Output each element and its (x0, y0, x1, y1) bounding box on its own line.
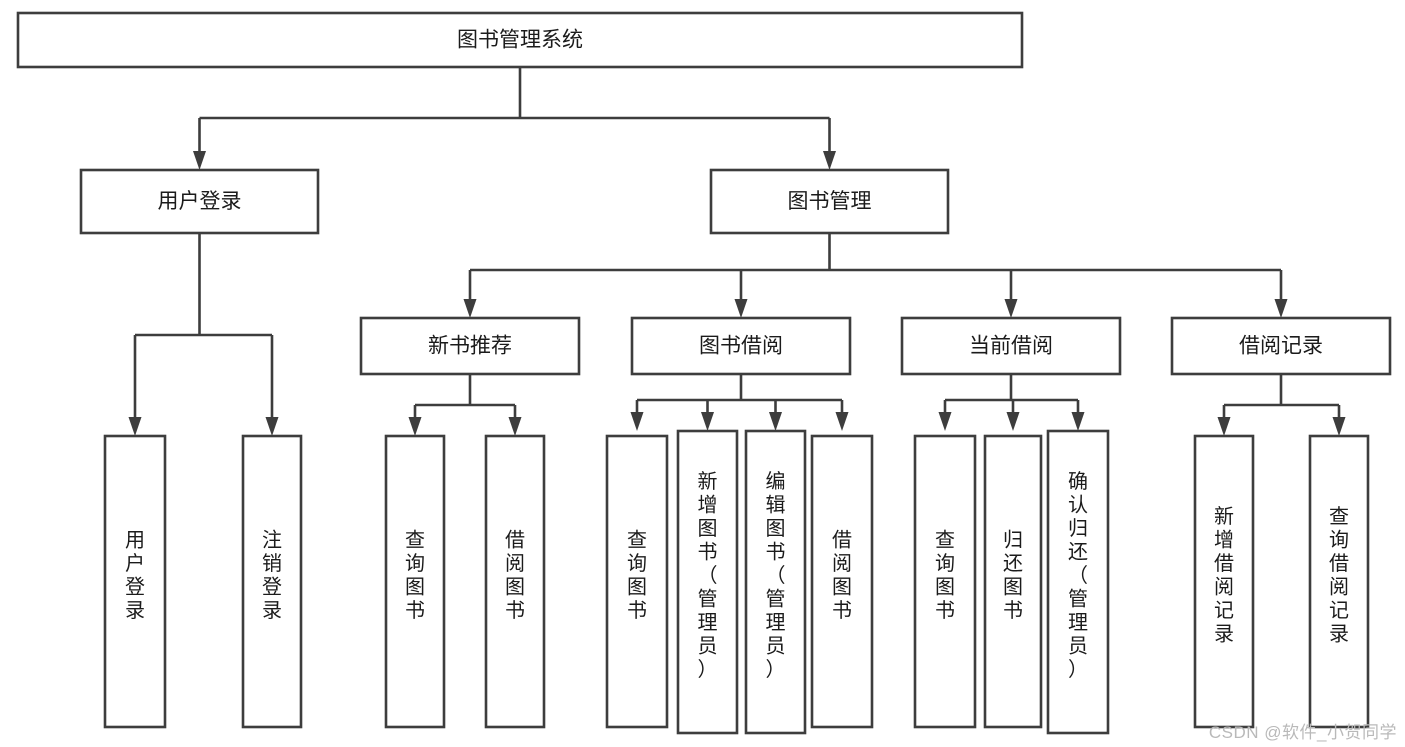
node-label-leaf-borrow-book-2: 借阅图书 (832, 528, 852, 622)
node-box-leaf-user-login[interactable] (103, 434, 167, 729)
node-label-current-borrow: 当前借阅 (969, 335, 1053, 358)
node-leaf-query-borrow-record[interactable]: 查询借阅记录 (1308, 434, 1370, 729)
node-label-leaf-user-logout: 注销登录 (262, 528, 282, 622)
node-label-leaf-add-book-admin: 新增图书（管理员） (698, 470, 718, 681)
node-leaf-borrow-book-1[interactable]: 借阅图书 (484, 434, 546, 729)
node-box-book-borrow[interactable] (630, 316, 852, 376)
node-box-leaf-edit-book-admin[interactable] (744, 429, 807, 735)
node-book-manage[interactable]: 图书管理 (709, 168, 950, 235)
node-leaf-query-book-3[interactable]: 查询图书 (913, 434, 977, 729)
node-leaf-query-book-2[interactable]: 查询图书 (605, 434, 669, 729)
node-box-current-borrow[interactable] (900, 316, 1122, 376)
node-box-leaf-query-borrow-record[interactable] (1308, 434, 1370, 729)
node-box-borrow-record[interactable] (1170, 316, 1392, 376)
node-box-leaf-query-book-1[interactable] (384, 434, 446, 729)
node-label-borrow-record: 借阅记录 (1239, 335, 1323, 358)
node-box-leaf-add-book-admin[interactable] (676, 429, 739, 735)
node-label-book-borrow: 图书借阅 (699, 335, 783, 358)
connector-user-login-to-leaves (128, 233, 279, 436)
node-leaf-add-book-admin[interactable]: 新增图书（管理员） (676, 429, 739, 735)
connector-book-manage-to-level3 (463, 233, 1288, 318)
connector-borrow-record-to-leaves (1217, 374, 1346, 436)
node-book-borrow[interactable]: 图书借阅 (630, 316, 852, 376)
node-box-leaf-query-book-2[interactable] (605, 434, 669, 729)
node-label-book-manage: 图书管理 (788, 190, 872, 213)
node-box-leaf-confirm-return-admin[interactable] (1046, 429, 1110, 735)
node-user-login[interactable]: 用户登录 (79, 168, 320, 235)
node-leaf-borrow-book-2[interactable]: 借阅图书 (810, 434, 874, 729)
node-label-leaf-query-book-3: 查询图书 (935, 528, 955, 622)
node-label-leaf-query-book-2: 查询图书 (627, 528, 647, 622)
node-box-leaf-borrow-book-2[interactable] (810, 434, 874, 729)
node-box-book-manage[interactable] (709, 168, 950, 235)
node-leaf-user-login[interactable]: 用户登录 (103, 434, 167, 729)
node-leaf-return-book[interactable]: 归还图书 (983, 434, 1043, 729)
node-label-new-book-recommend: 新书推荐 (428, 335, 512, 358)
node-borrow-record[interactable]: 借阅记录 (1170, 316, 1392, 376)
node-label-leaf-return-book: 归还图书 (1003, 528, 1023, 622)
node-layer: 图书管理系统用户登录图书管理新书推荐图书借阅当前借阅借阅记录用户登录注销登录查询… (16, 11, 1392, 735)
node-box-leaf-return-book[interactable] (983, 434, 1043, 729)
connector-layer (128, 67, 1346, 436)
node-current-borrow[interactable]: 当前借阅 (900, 316, 1122, 376)
node-label-user-login: 用户登录 (158, 190, 242, 213)
node-label-root: 图书管理系统 (457, 29, 583, 52)
connector-root-to-level2 (193, 67, 836, 170)
node-box-leaf-borrow-book-1[interactable] (484, 434, 546, 729)
connector-book-borrow-to-leaves (630, 374, 849, 431)
node-leaf-confirm-return-admin[interactable]: 确认归还（管理员） (1046, 429, 1110, 735)
node-box-leaf-user-logout[interactable] (241, 434, 303, 729)
connector-current-borrow-to-leaves (938, 374, 1085, 431)
csdn-watermark: CSDN @软件_小贺同学 (1208, 723, 1397, 742)
node-box-leaf-query-book-3[interactable] (913, 434, 977, 729)
connector-new-book-recommend-to-leaves (408, 374, 522, 436)
node-box-new-book-recommend[interactable] (359, 316, 581, 376)
node-box-leaf-add-borrow-record[interactable] (1193, 434, 1255, 729)
node-box-root[interactable] (16, 11, 1024, 69)
node-new-book-recommend[interactable]: 新书推荐 (359, 316, 581, 376)
node-label-leaf-query-book-1: 查询图书 (405, 528, 425, 622)
node-label-leaf-add-borrow-record: 新增借阅记录 (1214, 505, 1234, 646)
node-root[interactable]: 图书管理系统 (16, 11, 1024, 69)
node-leaf-user-logout[interactable]: 注销登录 (241, 434, 303, 729)
node-label-leaf-edit-book-admin: 编辑图书（管理员） (766, 470, 786, 681)
node-leaf-query-book-1[interactable]: 查询图书 (384, 434, 446, 729)
node-box-user-login[interactable] (79, 168, 320, 235)
node-leaf-add-borrow-record[interactable]: 新增借阅记录 (1193, 434, 1255, 729)
node-label-leaf-user-login: 用户登录 (125, 529, 145, 622)
node-label-leaf-query-borrow-record: 查询借阅记录 (1329, 505, 1349, 646)
node-label-leaf-confirm-return-admin: 确认归还（管理员） (1068, 470, 1088, 681)
node-leaf-edit-book-admin[interactable]: 编辑图书（管理员） (744, 429, 807, 735)
node-label-leaf-borrow-book-1: 借阅图书 (505, 528, 525, 622)
